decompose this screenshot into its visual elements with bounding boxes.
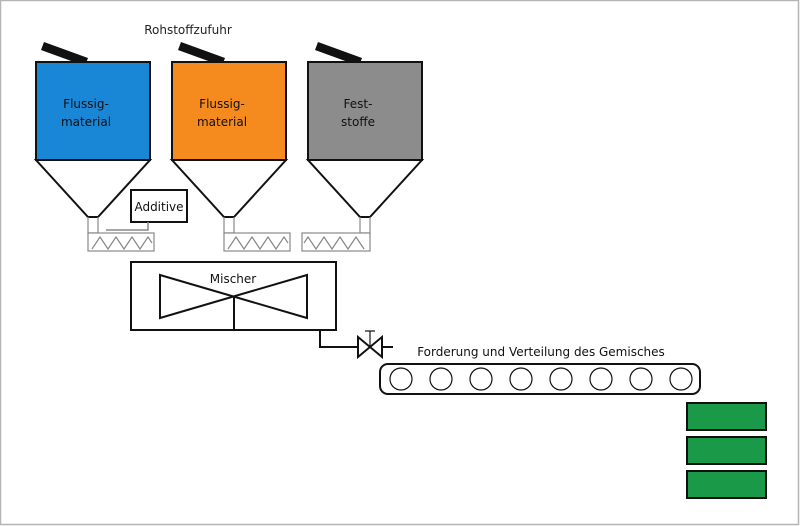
silo-2: Flussig- material — [169, 42, 289, 218]
conveyor-roller — [589, 367, 613, 391]
silo-2-label-line2: material — [197, 115, 247, 129]
output-block — [686, 402, 767, 431]
outlet-pipe — [319, 330, 357, 348]
silo-1-inlet-pipe — [41, 42, 88, 66]
silo-2-body — [171, 61, 287, 161]
silo-1-label-line2: material — [61, 115, 111, 129]
conveyor-roller — [549, 367, 573, 391]
silo-1: Flussig- material — [33, 42, 153, 218]
conveyor-belt — [379, 363, 701, 395]
belt-conveyor: Forderung und Verteilung des Gemisches — [379, 345, 701, 395]
screw-1-flights — [91, 235, 153, 251]
silo-3-body — [307, 61, 423, 161]
silo-1-label-line1: Flussig- — [63, 97, 109, 111]
screw-3-flights — [303, 235, 365, 251]
screw-2-flights — [227, 235, 289, 251]
silo-3-cone — [305, 159, 425, 218]
feed-title: Rohstoffzufuhr — [144, 23, 232, 37]
silo-3: Fest- stoffe — [305, 42, 425, 218]
silo-2-inlet-pipe — [178, 42, 225, 66]
screw-1-hopper — [87, 217, 99, 234]
additive-unit: Additive — [106, 189, 188, 231]
conveyor-roller — [629, 367, 653, 391]
screw-conveyor-1 — [87, 217, 155, 252]
additive-label: Additive — [134, 200, 183, 214]
mixer-label: Mischer — [210, 272, 257, 286]
screw-conveyor-2 — [223, 217, 291, 252]
conveyor-roller — [389, 367, 413, 391]
conveyor-label: Forderung und Verteilung des Gemisches — [417, 345, 665, 359]
silo-3-inlet-pipe — [315, 42, 362, 66]
silo-3-label-line2: stoffe — [341, 115, 375, 129]
silo-1-body — [35, 61, 151, 161]
output-block — [686, 436, 767, 465]
conveyor-roller — [509, 367, 533, 391]
additive-feed-line — [106, 222, 149, 231]
silo-2-label-line1: Flussig- — [199, 97, 245, 111]
output-block — [686, 470, 767, 499]
conveyor-roller — [669, 367, 693, 391]
screw-3-hopper — [359, 217, 371, 234]
screw-1-housing — [87, 232, 155, 252]
conveyor-roller — [429, 367, 453, 391]
mixer-outlet — [319, 330, 393, 360]
screw-conveyor-3 — [301, 217, 371, 252]
screw-2-housing — [223, 232, 291, 252]
silo-2-cone — [169, 159, 289, 218]
silo-3-label-line1: Fest- — [344, 97, 373, 111]
additive-box — [130, 189, 188, 223]
conveyor-roller — [469, 367, 493, 391]
screw-2-hopper — [223, 217, 235, 234]
output-stack — [686, 402, 767, 499]
mixer: Mischer — [130, 261, 337, 331]
mixer-bowtie — [159, 273, 308, 320]
